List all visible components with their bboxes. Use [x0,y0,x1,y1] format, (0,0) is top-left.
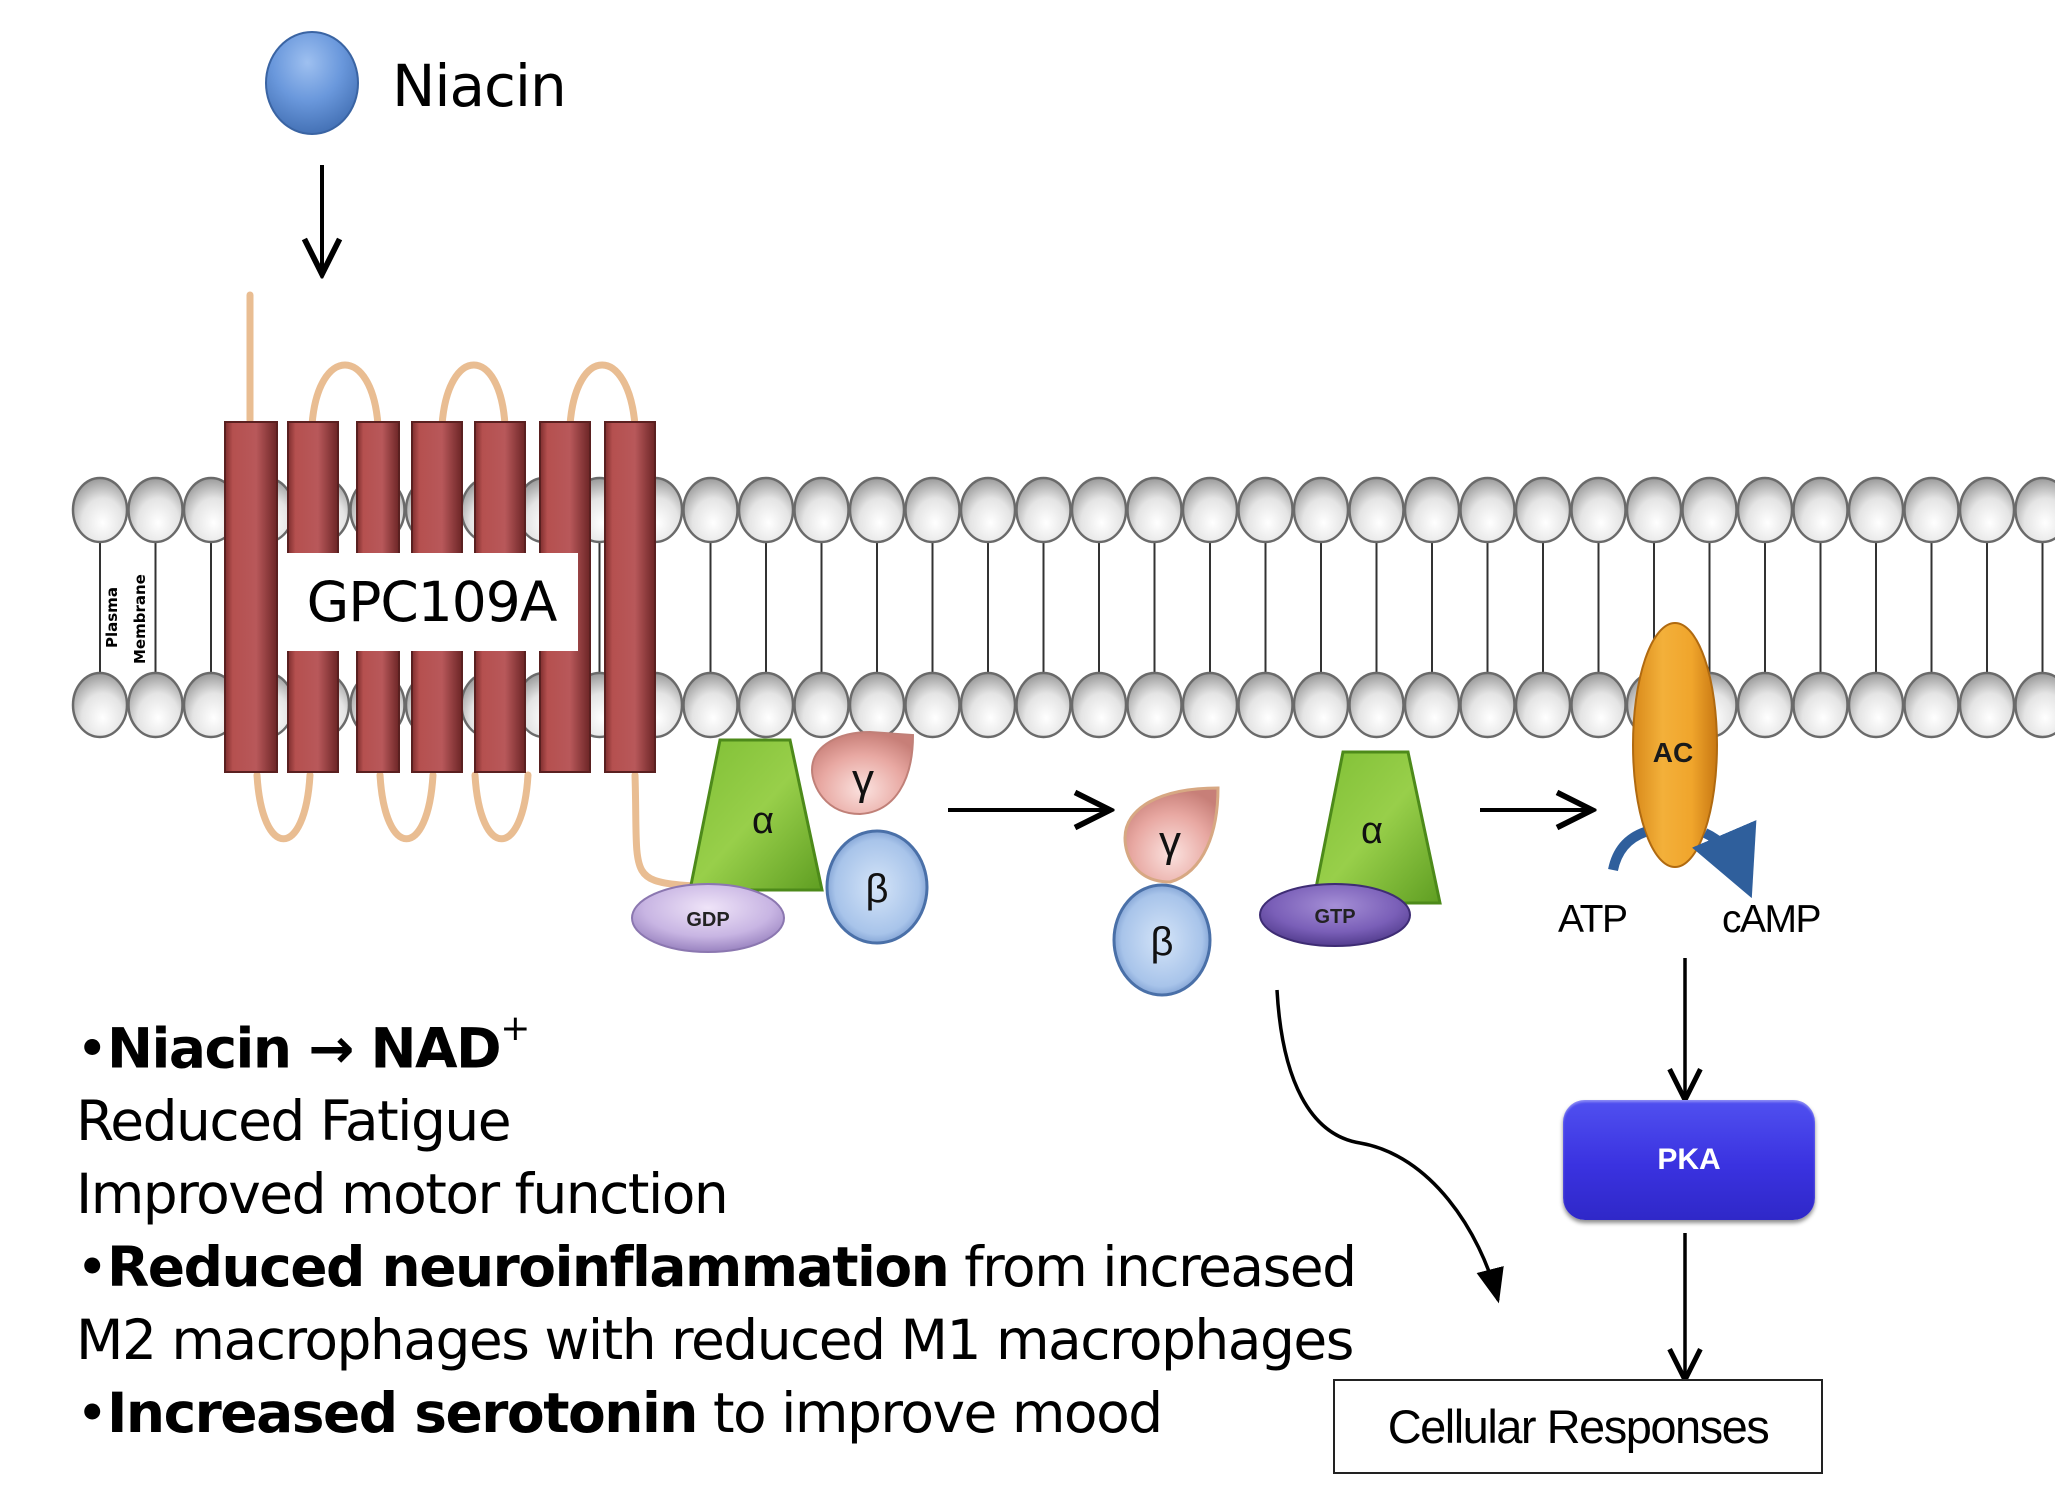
niacin-molecule-icon [265,31,359,135]
pka-node: PKA [1563,1100,1815,1220]
lipid-head [737,671,795,739]
note-line-neuroinflammation: •Reduced neuroinflammation from increase… [76,1235,1357,1300]
lipid-head [1292,671,1350,739]
lipid-head [1348,671,1405,739]
cellular-responses-label: Cellular Responses [1387,1400,1770,1453]
lipid-head [1015,671,1072,739]
lipid-head [682,476,739,544]
lipid-head [1514,476,1572,544]
lipid-head [1847,671,1905,739]
lipid-heads-top [71,476,2055,544]
lipid-head [1403,476,1461,544]
atp-conversion-arc-left [1608,827,1647,872]
lipid-head [904,671,961,739]
lipid-head [1237,671,1294,739]
note-line-fatigue: Reduced Fatigue [76,1089,512,1154]
note-line-macrophages: M2 macrophages with reduced M1 macrophag… [76,1308,1354,1373]
lipid-head [848,671,906,739]
g-gamma-label: γ [852,755,874,804]
cellular-responses-node: Cellular Responses [1333,1379,1823,1474]
gdp-label: GDP [686,909,729,931]
lipid-head [1847,476,1905,544]
lipid-head [1681,476,1738,544]
g-alpha-label: α [752,800,774,842]
receptor-label: GPC109A [285,553,578,651]
lipid-head [1070,476,1128,544]
lipid-head [2014,476,2055,544]
gtp-molecule [1259,883,1411,947]
lipid-head [71,671,129,739]
atp-conversion-arc-right [1692,820,1757,899]
lipid-head [1403,671,1461,739]
lipid-head [682,671,739,739]
lipid-head [1514,671,1572,739]
g-beta-subunit [825,829,929,945]
lipid-head [1126,476,1183,544]
g-gamma-subunit [810,730,915,816]
lipid-head [848,476,906,544]
lipid-head [1459,476,1516,544]
lipid-head [1015,476,1072,544]
lipid-head [737,476,795,544]
lipid-head [71,476,129,544]
g-protein-inactive [631,730,929,953]
note-line-serotonin: •Increased serotonin to improve mood [76,1381,1163,1446]
lipid-head [1958,476,2016,544]
pka-label: PKA [1657,1143,1721,1176]
note-line-motor: Improved motor function [76,1162,729,1227]
atp-label: ATP [1558,898,1628,941]
g-alpha-subunit-active [1311,750,1442,905]
gtp-label: GTP [1314,906,1355,928]
g-alpha-gtp-complex [1259,750,1442,947]
lipid-head [1459,671,1516,739]
lipid-head [1625,476,1683,544]
g-gamma-free-label: γ [1159,817,1181,866]
lipid-head [1570,476,1627,544]
camp-label: cAMP [1722,898,1822,941]
lipid-head [1958,671,2016,739]
lipid-head [1570,671,1627,739]
adenylyl-cyclase [1632,622,1718,868]
g-gamma-subunit-free [1123,786,1220,884]
lipid-head [904,476,961,544]
lipid-head [959,476,1017,544]
lipid-head [1181,476,1239,544]
lipid-head [793,476,850,544]
lipid-head [793,671,850,739]
lipid-head [1903,671,1960,739]
lipid-head [1126,671,1183,739]
lipid-head [1792,671,1849,739]
gdp-molecule [631,883,785,953]
lipid-head [1792,476,1849,544]
lipid-head [1237,476,1294,544]
membrane-label-membrane: Membrane [131,574,149,664]
g-beta-gamma-dimer [1112,786,1220,997]
lipid-head [2014,671,2055,739]
membrane-label-plasma: Plasma [103,587,121,648]
lipid-head [1348,476,1405,544]
g-beta-subunit-free [1112,883,1212,997]
g-beta-free-label: β [1150,920,1173,964]
niacin-label: Niacin [392,52,567,120]
effects-notes: •Niacin → NAD+ Reduced Fatigue Improved … [76,1000,1357,1450]
transmembrane-helix [604,421,656,773]
lipid-head [1736,671,1794,739]
ac-label: AC [1653,737,1693,768]
lipid-head [959,671,1017,739]
beta-gamma-response-arrow [1275,989,1504,1304]
lipid-head [127,671,184,739]
lipid-head [1736,476,1794,544]
transmembrane-helix [224,421,278,773]
g-alpha-active-label: α [1361,810,1383,852]
lipid-head [127,476,184,544]
lipid-head [1070,671,1128,739]
receptor-loops [246,291,739,890]
g-beta-label: β [865,867,888,911]
note-line-nad: •Niacin → NAD+ [76,1008,530,1081]
lipid-head [1292,476,1350,544]
lipid-head [1181,671,1239,739]
lipid-head [1903,476,1960,544]
g-alpha-subunit [688,738,824,892]
